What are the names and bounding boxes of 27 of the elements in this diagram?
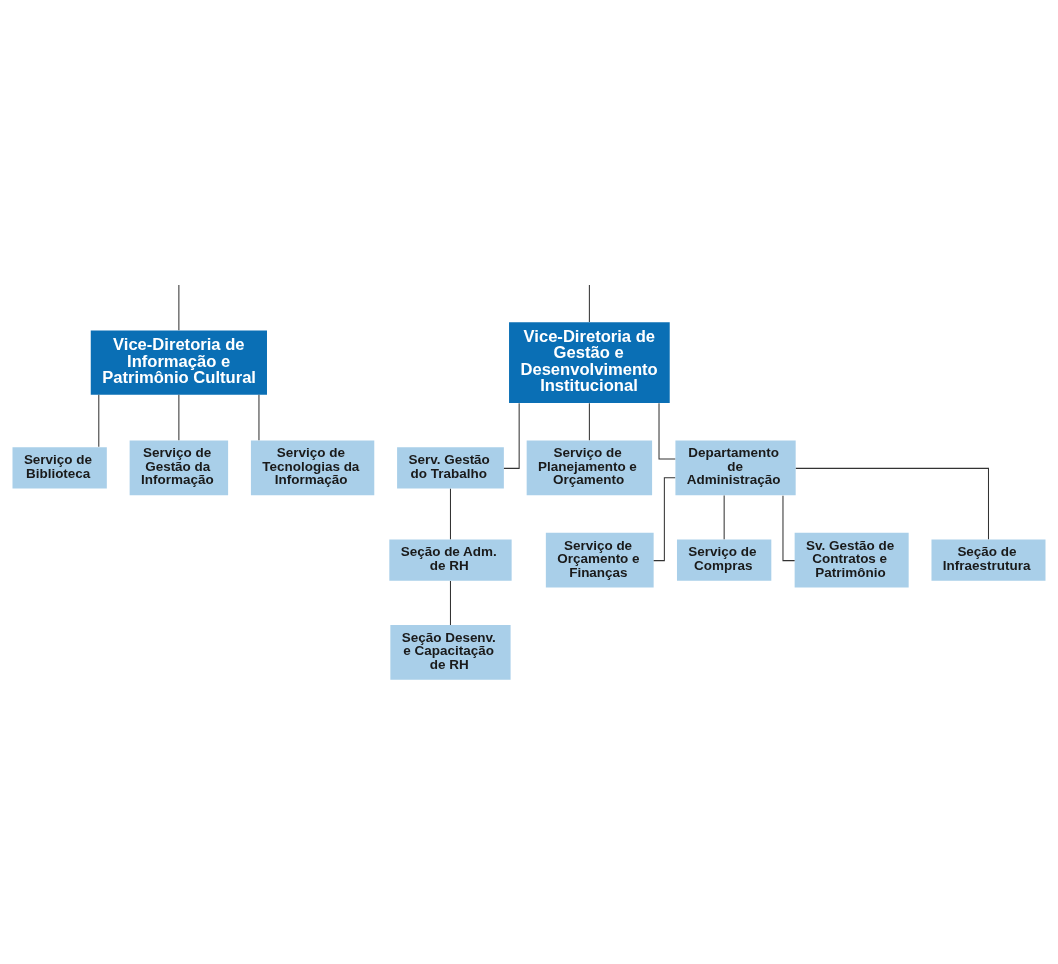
node-box: Seção Desenv. e Capacitação de RH [390,624,511,680]
connector [653,477,676,562]
node-box: Sv. Gestão de Contratos e Patrimônio [794,532,909,588]
connector [588,284,590,323]
node-box: Vice-Diretoria de Gestão e Desenvolvimento Institucional [509,322,670,404]
node-box: Serviço de Compras [677,539,772,581]
node-box: Serviço de Planejamento e Orçamento [526,440,653,496]
connector [178,394,180,441]
connector [258,394,260,441]
node-box: Seção de Adm. de RH [389,539,512,581]
connector [795,467,989,540]
node-box: Serviço de Biblioteca [12,447,107,489]
connector [723,495,725,540]
node-box: Departamento de Administração [675,440,796,496]
node-box: Serviço de Gestão da Informação [129,440,229,496]
connector [588,402,590,441]
node-box: Serv. Gestão do Trabalho [397,447,504,489]
node-box: Seção de Infraestrutura [931,539,1046,581]
connector [658,402,676,460]
connector [449,580,451,626]
connector [178,284,180,331]
connector [503,402,520,469]
node-box: Serviço de Orçamento e Finanças [545,532,654,588]
connector [98,394,100,448]
node-box: Serviço de Tecnologias da Informação [250,440,375,496]
node-box: Vice-Diretoria de Informação e Patrimônio Cultural [90,330,267,395]
connector [449,488,451,540]
